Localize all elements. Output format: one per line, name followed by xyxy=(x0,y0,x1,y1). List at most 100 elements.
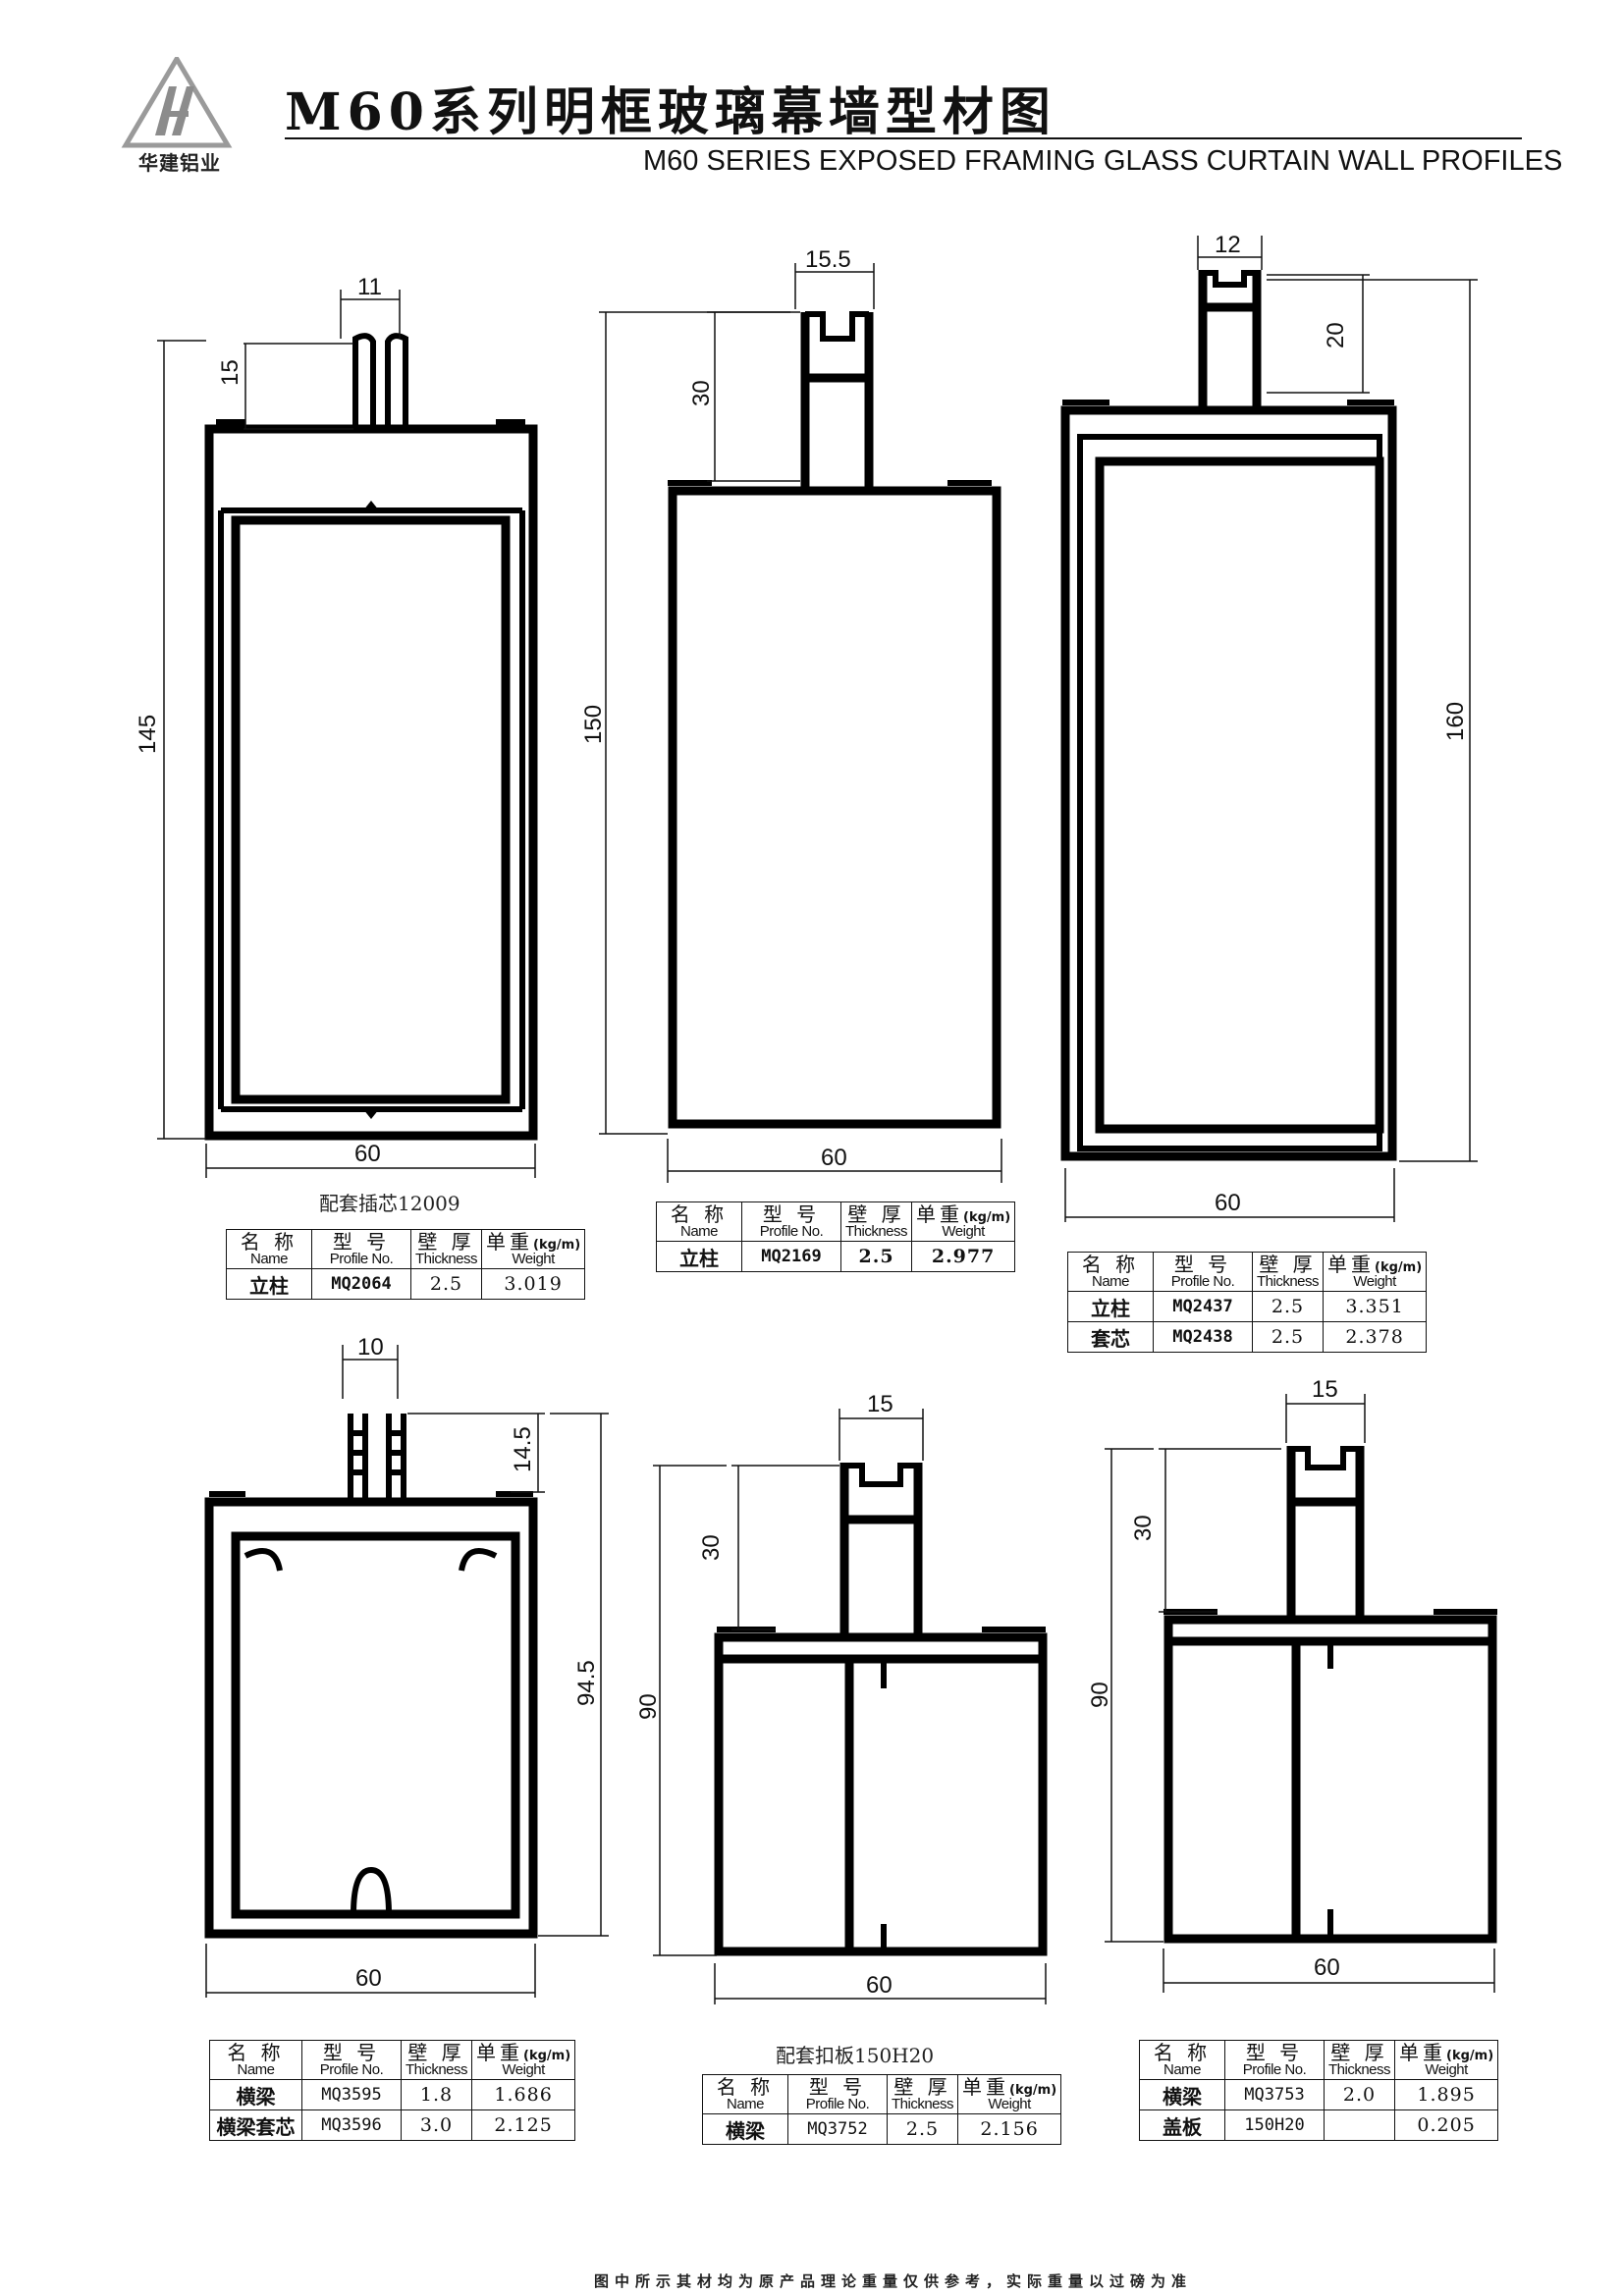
company-logo xyxy=(118,54,236,180)
row-profile-no: MQ2169 xyxy=(741,1241,841,1272)
col-weight: 单重(kg/m)Weight xyxy=(911,1201,1016,1242)
profile-4-insert xyxy=(231,1531,520,1919)
row-weight: 2.156 xyxy=(957,2113,1062,2145)
table-row: 盖板 150H20 0.205 xyxy=(1139,2109,1499,2141)
footer-note: 图中所示其材均为原产品理论重量仅供参考，实际重量以过磅为准 xyxy=(594,2272,1193,2290)
table-row: 横梁 MQ3752 2.5 2.156 xyxy=(702,2113,1062,2145)
profile-1-dim-height: 145 xyxy=(135,715,161,754)
row-thickness: 2.5 xyxy=(886,2113,959,2145)
profile-5-dim-width: 60 xyxy=(866,1972,893,1999)
row-name: 立柱 xyxy=(1067,1291,1154,1322)
profile-3-dim-height: 160 xyxy=(1442,702,1469,741)
table-row: 横梁 MQ3595 1.8 1.686 xyxy=(209,2079,576,2110)
row-profile-no: MQ2437 xyxy=(1153,1291,1253,1322)
profile-2-dim-top: 15.5 xyxy=(805,246,851,273)
profile-2-outer xyxy=(668,486,1001,1129)
col-weight: 单重(kg/m)Weight xyxy=(471,2040,576,2080)
row-weight: 1.895 xyxy=(1394,2079,1499,2110)
row-weight: 0.205 xyxy=(1394,2109,1499,2141)
profile-1-outer xyxy=(204,424,538,1141)
profile-3-dim-depth: 20 xyxy=(1323,322,1349,348)
row-name: 横梁 xyxy=(209,2079,302,2110)
title-divider xyxy=(285,137,1522,139)
table-row: 横梁套芯 MQ3596 3.0 2.125 xyxy=(209,2109,576,2141)
row-weight: 2.977 xyxy=(911,1241,1016,1272)
profile-5-dim-top: 15 xyxy=(867,1391,893,1417)
profile-3-insert xyxy=(1095,456,1384,1134)
row-thickness: 2.5 xyxy=(409,1268,483,1300)
profile-6-dim-width: 60 xyxy=(1314,1954,1340,1981)
profile-drawing-5: 15 30 90 60 xyxy=(635,1391,1048,2004)
row-name: 横梁 xyxy=(702,2113,788,2145)
logo-mark-icon xyxy=(121,54,233,148)
profile-1-stem xyxy=(352,333,408,429)
profile-3-outer xyxy=(1060,405,1397,1161)
profile-4-dim-width: 60 xyxy=(355,1965,382,1992)
profile-6-dim-height: 90 xyxy=(1087,1682,1113,1708)
table-row: 横梁 MQ3753 2.0 1.895 xyxy=(1139,2079,1499,2110)
row-weight: 1.686 xyxy=(471,2079,576,2110)
profile-6-stem xyxy=(1286,1497,1365,1625)
table-row: 立柱 MQ2169 2.5 2.977 xyxy=(656,1241,1016,1272)
profile-2-stem xyxy=(800,373,874,496)
row-name: 横梁套芯 xyxy=(209,2109,302,2141)
row-profile-no: MQ2438 xyxy=(1153,1321,1253,1353)
row-thickness: 2.5 xyxy=(1251,1291,1325,1322)
profile-drawing-6: 15 30 90 60 xyxy=(1087,1376,1497,1993)
profile-drawing-4: 10 14.5 94.5 60 xyxy=(204,1334,609,1998)
page-title: M60系列明框玻璃幕墙型材图 xyxy=(285,82,1056,142)
profile-5-dim-height: 90 xyxy=(635,1693,662,1720)
profile-5-stem xyxy=(839,1515,923,1642)
col-weight: 单重(kg/m)Weight xyxy=(1323,1252,1428,1292)
row-profile-no: MQ3753 xyxy=(1224,2079,1325,2110)
row-name: 盖板 xyxy=(1139,2109,1225,2141)
row-thickness: 2.0 xyxy=(1323,2079,1396,2110)
row-weight: 3.019 xyxy=(481,1268,586,1300)
profile-4-outer xyxy=(204,1497,538,1939)
profile-1-dim-width: 60 xyxy=(354,1141,381,1167)
profile-3-dim-width: 60 xyxy=(1215,1190,1241,1216)
table-row: 立柱 MQ2437 2.5 3.351 xyxy=(1067,1291,1428,1322)
row-profile-no: 150H20 xyxy=(1224,2109,1325,2141)
row-weight: 2.125 xyxy=(471,2109,576,2141)
row-thickness: 1.8 xyxy=(400,2079,473,2110)
row-weight: 2.378 xyxy=(1323,1321,1428,1353)
profile-2-dim-depth: 30 xyxy=(688,380,715,406)
table-row: 套芯 MQ2438 2.5 2.378 xyxy=(1067,1321,1428,1353)
col-weight: 单重(kg/m)Weight xyxy=(957,2074,1062,2114)
profile-1-note: 配套插芯12009 xyxy=(319,1192,460,1215)
profile-5-note: 配套扣板150H20 xyxy=(776,2044,935,2067)
row-profile-no: MQ2064 xyxy=(311,1268,411,1300)
profile-4-dim-depth: 14.5 xyxy=(510,1426,536,1472)
row-thickness: 2.5 xyxy=(839,1241,913,1272)
profile-drawing-3: 12 20 160 60 xyxy=(1060,232,1478,1222)
row-name: 立柱 xyxy=(226,1268,312,1300)
profile-2-dim-height: 150 xyxy=(580,705,607,744)
col-weight: 单重(kg/m)Weight xyxy=(1394,2040,1499,2080)
profile-4-dim-top: 10 xyxy=(357,1334,384,1361)
row-profile-no: MQ3596 xyxy=(301,2109,402,2141)
profile-6-dim-top: 15 xyxy=(1312,1376,1338,1403)
row-profile-no: MQ3752 xyxy=(787,2113,888,2145)
row-profile-no: MQ3595 xyxy=(301,2079,402,2110)
profile-drawing-1: 11 15 145 60 xyxy=(135,274,538,1178)
